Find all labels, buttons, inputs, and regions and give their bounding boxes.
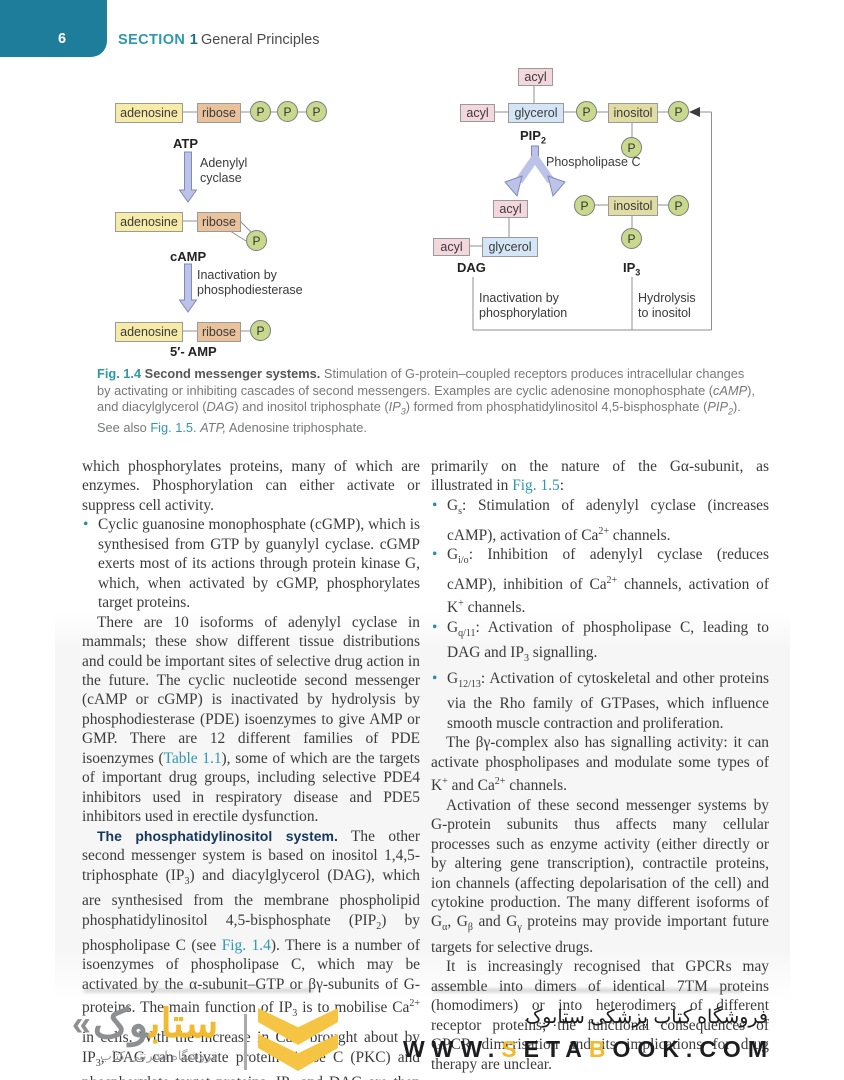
url-segment: S [501,1036,524,1062]
website-url: WWW.SETABOOK.COM [403,1036,774,1063]
page-number: 6 [58,31,67,47]
section-word: SECTION [118,32,186,48]
cutoff-text-stub [84,988,314,993]
phosphate-circle: P [576,101,597,122]
adenosine-box: adenosine [115,322,183,342]
adenosine-box: adenosine [115,103,183,123]
cross-reference-link: Fig. 1.5 [512,477,560,495]
right-column: primarily on the nature of the Gα-subuni… [431,457,769,1080]
setabook-chevron-icon [258,1008,338,1072]
logo-wordmark: ستابوک [93,1000,218,1048]
paragraph: The phosphatidylinositol system. The oth… [82,827,421,1080]
bullet-marker: • [432,669,438,687]
bullet-marker: • [432,546,438,564]
section-label: SECTION 1 [118,32,198,48]
paragraph: primarily on the nature of the Gα-subuni… [431,458,769,495]
inositol-box: inositol [608,103,658,123]
logo-word-gray: وک [92,1002,150,1046]
paragraph: •Gq/11: Activation of phospholipase C, l… [432,618,769,665]
logo-divider [244,1014,247,1070]
acyl-box: acyl [493,200,528,218]
dag-label: DAG [457,260,486,275]
inositol-box: inositol [608,196,658,216]
ribose-box: ribose [197,103,241,123]
ip3-label: IP3 [623,260,641,278]
bullet-marker: • [432,618,438,636]
ribose-box: ribose [197,322,241,342]
cross-reference-link: Fig. 1.5 [150,420,194,436]
camp-label: cAMP [170,249,207,264]
phosphate-circle: P [668,195,689,216]
paragraph: which phosphorylates proteins, many of w… [82,458,420,514]
phosphate-circle: P [306,101,327,122]
url-segment: WWW. [403,1036,502,1062]
atp-label: ATP [173,136,199,151]
adenosine-box: adenosine [115,212,183,232]
paragraph: Activation of these second messenger sys… [431,796,769,956]
url-segment: ETA [523,1036,589,1062]
phosphate-circle: P [246,230,267,251]
bullet-marker: • [432,496,438,514]
ribose-box: ribose [197,212,241,232]
left-column: which phosphorylates proteins, many of w… [82,457,420,1080]
phosphate-circle: P [277,101,298,122]
cutoff-text-stub [433,988,743,993]
chevron-top [258,1008,338,1045]
bullet-marker: • [83,516,89,534]
paragraph: The βγ-complex also has signalling activ… [431,734,769,795]
section-title: General Principles [201,32,320,48]
paragraph: •Cyclic guanosine monophosphate (cGMP), … [83,516,420,612]
paragraph: •Gs: Stimulation of adenylyl cyclase (in… [432,496,769,544]
acyl-box: acyl [518,68,553,86]
cross-reference-link: Fig. 1.4 [221,937,271,955]
phosphate-circle: P [250,101,271,122]
cross-reference-link: Table 1.1 [163,749,222,767]
acyl-box: acyl [460,104,495,122]
phosphate-circle: P [574,195,595,216]
page-number-tab [0,0,107,57]
url-segment: OOK.COM [612,1036,774,1062]
amp-label: 5′- AMP [170,344,217,359]
logo-word-gold: ستاب [149,1002,219,1046]
phosphate-circle: P [250,320,271,341]
phosphate-circle: P [621,137,642,158]
phosphate-circle: P [668,101,689,122]
figure-caption: Fig. 1.4 Second messenger systems. Stimu… [97,366,755,436]
setabook-logo: « ستابوک [72,1000,218,1048]
section-number: 1 [189,32,199,48]
paragraph: •Gi/o: Inhibition of adenylyl cyclase (r… [432,546,769,617]
paragraph: It is increasingly recognised that GPCRs… [431,958,769,1073]
phosphate-circle: P [621,228,642,249]
glycerol-box: glycerol [508,103,564,123]
logo-tagline: فروشگاه اینترنتی کتاب [100,1049,218,1063]
figure-connectors [178,84,712,332]
acyl-box: acyl [433,238,470,256]
paragraph: •G12/13: Activation of cytoskeletal and … [432,669,769,732]
logo-guillemet-icon: « [72,1005,91,1043]
url-segment: B [588,1036,613,1062]
pip2-label: PIP2 [520,128,546,146]
paragraph: There are 10 isoforms of adenylyl cyclas… [82,613,420,826]
phospholipase-c-label: Phospholipase C [546,155,641,169]
store-description: فروشگاه کتاب پزشکی ستابوک [525,1007,768,1028]
glycerol-box: glycerol [482,237,538,257]
